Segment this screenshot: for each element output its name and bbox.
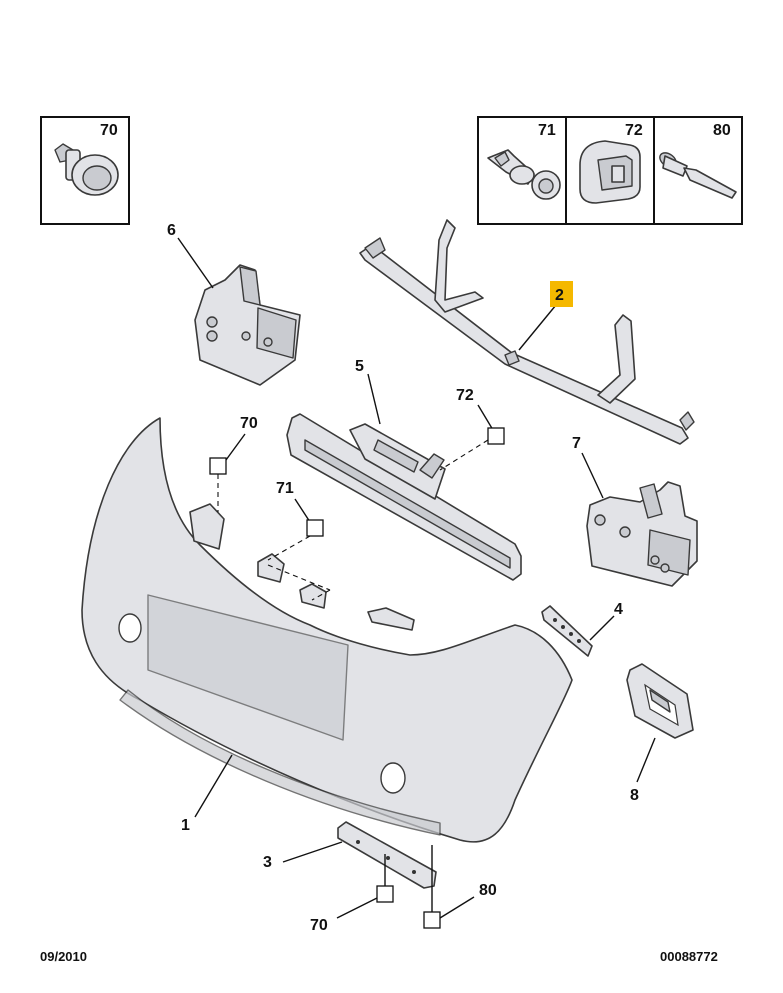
- right-bracket-part-7[interactable]: [586, 481, 698, 587]
- grille-part-5[interactable]: [286, 413, 522, 581]
- callout-2: 2: [555, 287, 564, 304]
- callout-7: 7: [572, 435, 581, 452]
- fog-light-frame-part-8[interactable]: [626, 663, 694, 739]
- square-nut-72-icon: [579, 140, 641, 204]
- callout-80: 80: [479, 882, 497, 899]
- callout-4: 4: [614, 601, 623, 618]
- fastener-box-label-70: 70: [100, 122, 118, 139]
- callout-3: 3: [263, 854, 272, 871]
- bumper-reinforcement-part-2[interactable]: [359, 219, 695, 445]
- callout-71: 71: [276, 480, 294, 497]
- fastener-box-label-72: 72: [625, 122, 643, 139]
- clip-71-marker[interactable]: [306, 519, 324, 537]
- callout-8: 8: [630, 787, 639, 804]
- callout-70-lower: 70: [310, 917, 328, 934]
- callout-2-badge[interactable]: 2: [550, 281, 573, 307]
- fastener-box-70[interactable]: 70: [40, 116, 130, 225]
- footer-reference: 00088772: [660, 949, 718, 964]
- lower-strip-part-3[interactable]: [337, 821, 437, 889]
- push-rivet-71-icon: [487, 149, 561, 200]
- fastener-box-label-80: 80: [713, 122, 731, 139]
- grille-insert-part-4[interactable]: [541, 605, 593, 657]
- callout-6: 6: [167, 222, 176, 239]
- blind-rivet-80-icon: [659, 152, 737, 199]
- fastener-box-80[interactable]: 80: [657, 122, 737, 199]
- fastener-box-label-71: 71: [538, 122, 556, 139]
- callout-70-upper: 70: [240, 415, 258, 432]
- callout-5: 5: [355, 358, 364, 375]
- footer-date: 09/2010: [40, 949, 87, 964]
- rivet-80-marker[interactable]: [423, 911, 441, 929]
- clip-72-marker[interactable]: [487, 427, 505, 445]
- push-clip-70-icon: [54, 143, 119, 196]
- left-bracket-part-6[interactable]: [194, 264, 301, 386]
- clip-70-lower-marker[interactable]: [376, 885, 394, 903]
- fastener-box-71[interactable]: 71: [487, 122, 561, 200]
- clip-70-upper-marker[interactable]: [209, 457, 227, 475]
- fastener-box-72[interactable]: 72: [579, 122, 643, 204]
- front-bumper-part-1[interactable]: [81, 417, 573, 843]
- callout-1: 1: [181, 817, 190, 834]
- callout-72: 72: [456, 387, 474, 404]
